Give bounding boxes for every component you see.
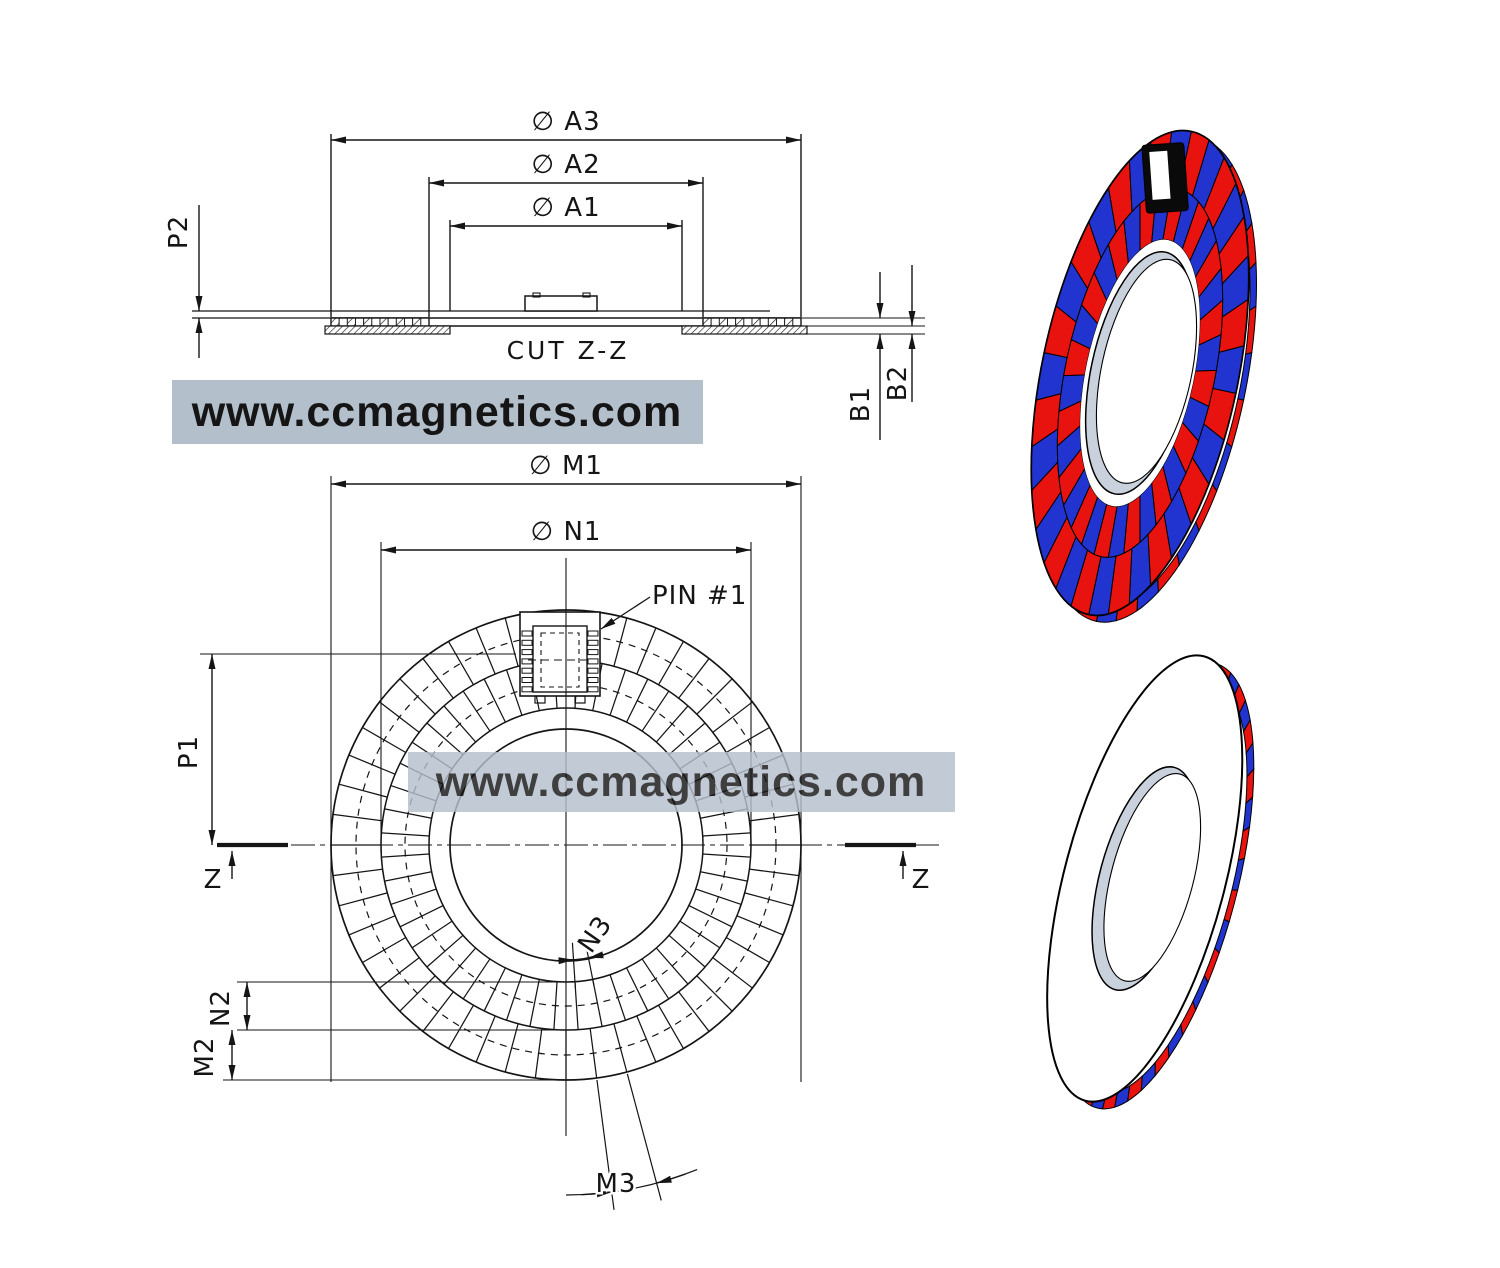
ring-3d-magnetized-face (1030, 129, 1258, 623)
pole-ring-back (1046, 654, 1255, 1110)
dim-label-a3: ∅ A3 (531, 107, 600, 137)
dim-label-b1: B1 (846, 386, 876, 422)
dim-label-b2: B2 (883, 365, 913, 401)
cut-view-label: CUT Z-Z (507, 336, 630, 365)
ring-3d-back-face (1046, 654, 1255, 1110)
cut-mark-z-right: Z (912, 865, 931, 895)
dim-label-n2: N2 (206, 989, 236, 1027)
watermark-top-text: www.ccmagnetics.com (191, 388, 683, 436)
sensor-chip-front (519, 611, 601, 704)
dim-label-a1: ∅ A1 (531, 193, 600, 223)
watermark-top: www.ccmagnetics.com (172, 380, 703, 444)
pin1-label: PIN #1 (652, 581, 747, 611)
dim-label-m1: ∅ M1 (529, 451, 603, 481)
ring-back-face (1046, 654, 1244, 1103)
watermark-top-bg (172, 380, 703, 444)
cut-mark-z-left: Z (204, 865, 223, 895)
dim-label-p2: P2 (164, 215, 194, 249)
dim-label-p1: P1 (174, 735, 204, 769)
front-view (200, 476, 940, 1210)
dim-label-m2: M2 (190, 1037, 220, 1078)
watermark-middle-text: www.ccmagnetics.com (435, 758, 927, 806)
cross-section-view (192, 134, 925, 440)
dim-label-a2: ∅ A2 (531, 150, 600, 180)
dim-label-m3: M3 (596, 1169, 637, 1199)
watermark-middle-bg (408, 752, 955, 812)
sensor-chip-3d (1141, 142, 1189, 214)
watermark-middle: www.ccmagnetics.com (408, 752, 955, 812)
pole-ring-face (1030, 129, 1258, 623)
dimension-labels: ∅ A3 ∅ A2 ∅ A1 P2 B1 B2 CUT Z-Z ∅ M1 ∅ N… (164, 107, 931, 1202)
dim-label-n1: ∅ N1 (531, 517, 602, 547)
